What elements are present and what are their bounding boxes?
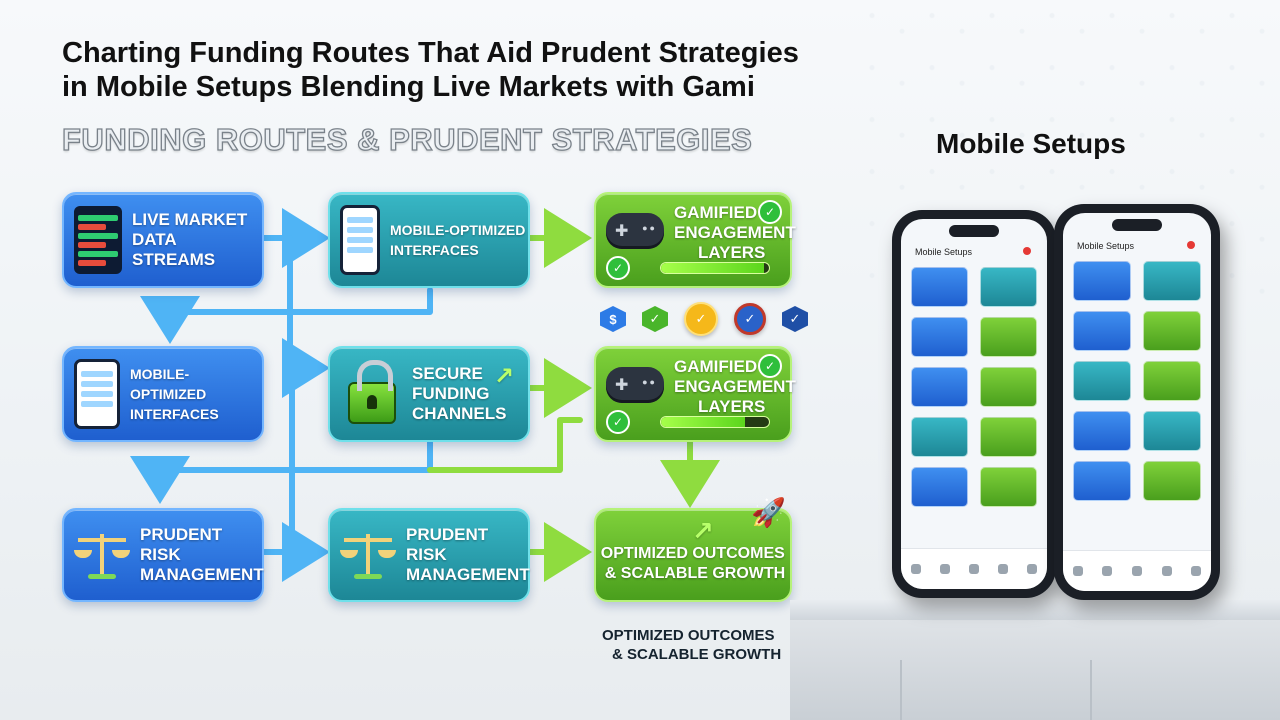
outcomes-caption: OPTIMIZED OUTCOMES & SCALABLE GROWTH (602, 627, 782, 663)
gold-coin-icon: ✓ (684, 302, 718, 336)
smartphone-icon (340, 205, 380, 275)
balance-scale-icon (74, 530, 130, 580)
rocket-icon: 🚀 (751, 497, 786, 528)
shield-badge-icon: $ (600, 306, 626, 332)
node-gamified-engagement-top: GAMIFIED ENGAGEMENT LAYERS ✓ ✓ (594, 192, 796, 288)
nav-settings-icon (1191, 566, 1202, 576)
record-icon (1023, 247, 1031, 255)
phone-app-title: Mobile Setups (1077, 241, 1135, 251)
hexagon-badge-icon: ✓ (782, 306, 808, 332)
nav-wallet-icon (968, 564, 979, 574)
growth-arrow-icon: ↗ (493, 363, 514, 390)
title-line-1: Charting Funding Routes That Aid Prudent… (62, 37, 799, 69)
padlock-icon (348, 360, 396, 424)
check-icon: ✓ (758, 354, 782, 378)
link-live-to-secure (282, 235, 330, 398)
nav-game-icon (998, 564, 1009, 574)
node-optimized-outcomes: OPTIMIZED OUTCOMES & SCALABLE GROWTH ↗ 🚀 (594, 497, 792, 602)
phone-screen: Mobile Setups (1063, 213, 1211, 591)
node-label: OPTIMIZED OUTCOMES & SCALABLE GROWTH (600, 545, 786, 582)
mobile-setups-heading: Mobile Setups (936, 128, 1126, 159)
link-gamified-return (427, 417, 583, 473)
node-label: MOBILE-OPTIMIZED INTERFACES (390, 222, 526, 258)
phone-left: Mobile Setups (892, 210, 1056, 598)
check-icon: ✓ (606, 410, 630, 434)
node-prudent-risk-management-left: PRUDENT RISK MANAGEMENT (62, 508, 264, 602)
node-live-market-data-streams: LIVE MARKET DATA STREAMS (62, 192, 264, 288)
nav-home-icon (910, 564, 921, 574)
check-icon: ✓ (758, 200, 782, 224)
node-label: PRUDENT RISK MANAGEMENT (406, 525, 530, 584)
node-label: SECURE FUNDING CHANNELS (412, 364, 507, 423)
nav-game-icon (1161, 566, 1172, 576)
node-label: PRUDENT RISK MANAGEMENT (140, 525, 264, 584)
node-label: GAMIFIED ENGAGEMENT LAYERS (674, 203, 796, 262)
ribbon-medal-icon: ✓ (734, 303, 766, 335)
mini-flow-grid (911, 267, 1037, 541)
link-mobile-down (140, 287, 433, 344)
title-line-2: in Mobile Setups Blending Live Markets w… (62, 71, 755, 103)
desk-front (790, 620, 1280, 720)
gamepad-icon (606, 213, 664, 249)
phone-app-title: Mobile Setups (915, 247, 973, 257)
gamepad-icon (606, 367, 664, 403)
desk-surface (790, 600, 1280, 620)
mini-flow-grid (1073, 261, 1201, 543)
node-mobile-optimized-interfaces-top: MOBILE-OPTIMIZED INTERFACES (328, 192, 530, 288)
phone-right: Mobile Setups (1054, 204, 1220, 600)
node-mobile-optimized-interfaces-mid: MOBILE-OPTIMIZED INTERFACES (62, 346, 264, 442)
engagement-progress-bar (660, 262, 770, 274)
nav-chart-icon (1102, 566, 1113, 576)
nav-home-icon (1072, 566, 1083, 576)
nav-settings-icon (1027, 564, 1038, 574)
smartphone-icon (74, 359, 120, 429)
node-label: LIVE MARKET DATA STREAMS (132, 210, 248, 269)
progress-fill (661, 417, 746, 427)
node-label: MOBILE-OPTIMIZED INTERFACES (130, 366, 219, 422)
phone-screen: Mobile Setups (901, 219, 1047, 589)
phone-nav-bar (901, 548, 1047, 589)
nav-wallet-icon (1131, 566, 1142, 576)
growth-arrow-icon: ↗ (692, 516, 714, 546)
node-prudent-risk-management-mid: PRUDENT RISK MANAGEMENT (328, 508, 530, 602)
trading-screen-icon (74, 206, 122, 274)
progress-fill (661, 263, 764, 273)
phone-nav-bar (1063, 550, 1211, 591)
section-subtitle: FUNDING ROUTES & PRUDENT STRATEGIES (61, 121, 753, 157)
node-secure-funding-channels: SECURE FUNDING CHANNELS ↗ (328, 346, 530, 442)
engagement-progress-bar (660, 416, 770, 428)
check-icon: ✓ (606, 256, 630, 280)
check-badge-icon: ✓ (642, 306, 668, 332)
node-gamified-engagement-mid: GAMIFIED ENGAGEMENT LAYERS ✓ ✓ (594, 346, 796, 442)
page-title: Charting Funding Routes That Aid Prudent… (62, 36, 882, 104)
balance-scale-icon (340, 530, 396, 580)
node-label: GAMIFIED ENGAGEMENT LAYERS (674, 357, 796, 416)
nav-chart-icon (939, 564, 950, 574)
record-icon (1187, 241, 1195, 249)
achievement-badges: $ ✓ ✓ ✓ ✓ (600, 302, 808, 336)
